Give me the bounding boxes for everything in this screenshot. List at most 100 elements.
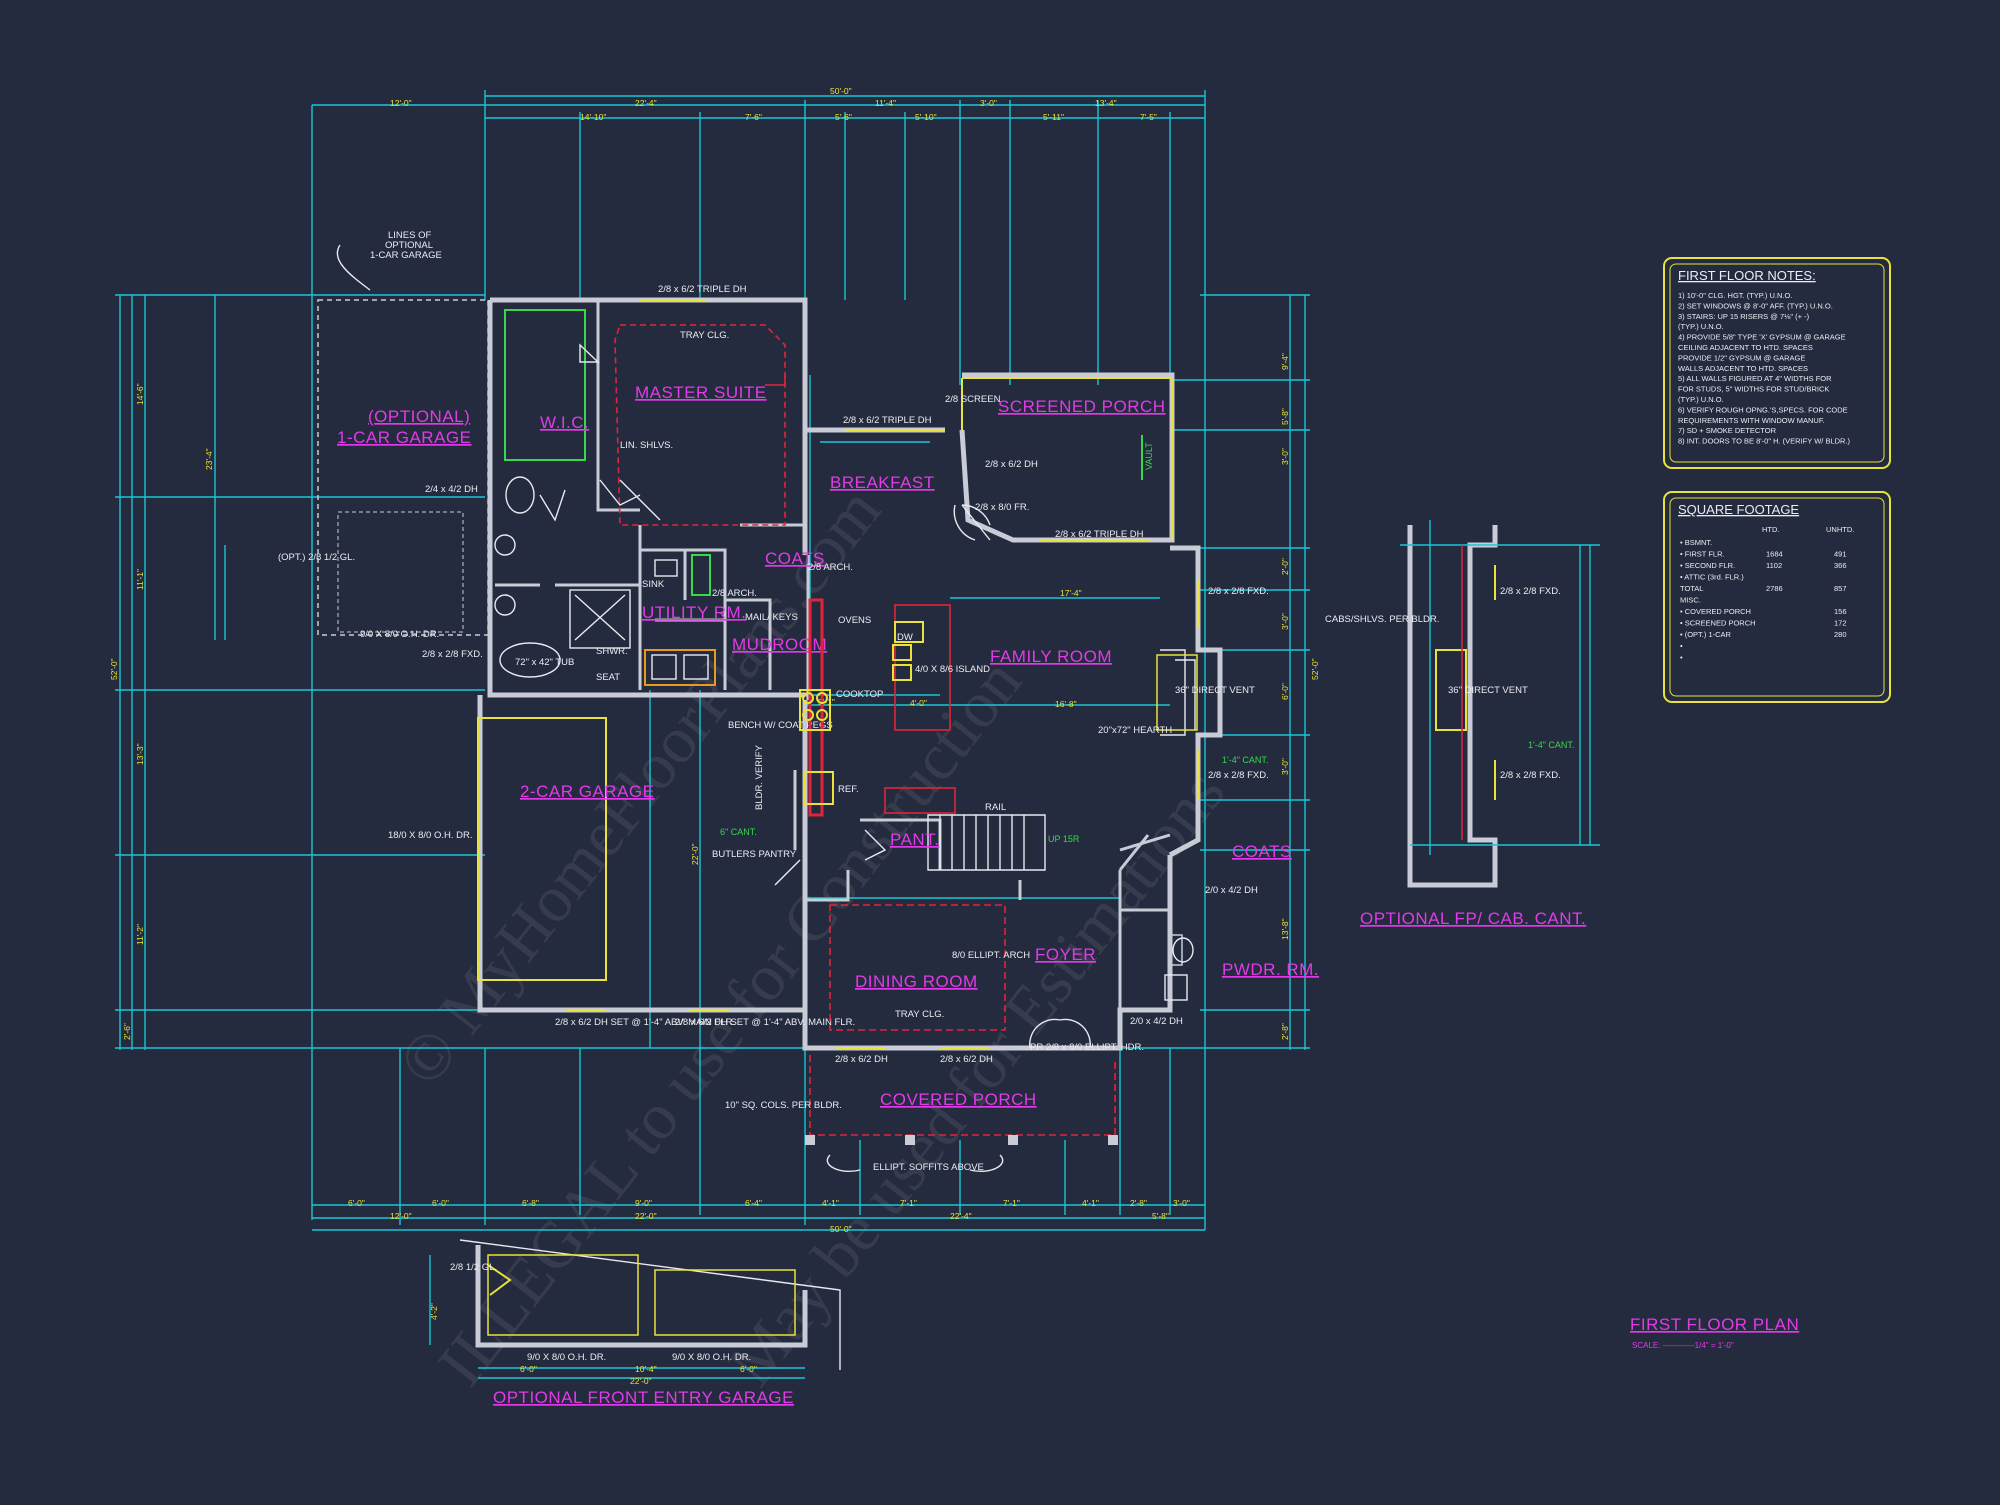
watermark: © MyHomeFloorPlans.com ILLEGAL to use fo…	[384, 474, 1239, 1399]
utility-mudroom-plan	[644, 554, 716, 686]
label-direct-vent: 36" DIRECT VENT	[1175, 685, 1255, 696]
label-triple-dh-breakfast: 2/8 x 6/2 TRIPLE DH	[843, 415, 932, 426]
dim-left-f: 2'-6"	[122, 1023, 132, 1040]
label-mail-keys: MAIL/ KEYS	[745, 612, 798, 623]
label-rail: RAIL	[985, 802, 1006, 813]
optional-front-entry-garage-detail	[429, 1239, 841, 1379]
dim-top-d: 3'-0"	[980, 98, 997, 108]
label-dh-dining-1: 2/8 x 6/2 DH	[835, 1054, 888, 1065]
dim-right-total: 52'-0"	[1310, 658, 1320, 680]
family-room-plan	[1156, 580, 1199, 800]
label-dh-powder: 2/0 x 4/2 DH	[1130, 1016, 1183, 1027]
dim-right-c: 3'-0"	[1280, 448, 1290, 465]
note-item: 7) SD + SMOKE DETECTOR	[1678, 426, 1777, 435]
dim-right-d: 2'-0"	[1280, 558, 1290, 575]
dim-bot-i: 4'-1"	[1082, 1198, 1099, 1208]
room-label-two-car-garage: 2-CAR GARAGE	[520, 782, 654, 801]
label-stairs-up: UP 15R	[1048, 834, 1080, 844]
label-cant-6: 6" CANT.	[720, 827, 757, 837]
note-item: 6) VERIFY ROUGH OPNG.'S,SPECS. FOR CODE	[1678, 405, 1848, 414]
dim-family-width-2: 16'-8"	[1055, 699, 1077, 709]
two-car-garage-plan	[477, 717, 730, 1011]
room-label-utility: UTILITY RM.	[642, 603, 746, 622]
dim-left-b: 23'-4"	[204, 448, 214, 470]
label-lines-of-optional-2: OPTIONAL	[385, 240, 433, 251]
plan-scale: SCALE: ------------1/4" = 1'-0"	[1632, 1341, 1734, 1350]
dim-fe-d: 22'-0"	[630, 1376, 652, 1386]
label-arch-breakfast: 2/8 ARCH.	[808, 562, 853, 573]
label-cant-14: 1'-4" CANT.	[1222, 755, 1268, 765]
label-lines-of-optional: LINES OF	[388, 230, 431, 241]
optional-fireplace-detail	[1400, 520, 1600, 888]
label-pr-door: PR 2/8 x 8/0 ELLIPT. HDR.	[1030, 1042, 1144, 1053]
label-cant-detail: 1'-4" CANT.	[1528, 740, 1574, 750]
dim-fe-c: 6'-0"	[740, 1364, 757, 1374]
label-dh-24: 2/4 x 4/2 DH	[425, 484, 478, 495]
dim-fe-a: 6'-0"	[520, 1364, 537, 1374]
label-oh-dr-9: 9/0 X 8/0 O.H. DR.	[360, 629, 439, 640]
room-label-dining-room: DINING ROOM	[855, 972, 978, 991]
sqft-col-unhtd: UNHTD.	[1826, 525, 1854, 534]
dim-bot-f: 4'-1"	[822, 1198, 839, 1208]
label-oh-dr-18: 18/0 X 8/0 O.H. DR.	[388, 830, 472, 841]
sqft-row-label: • BSMNT.	[1680, 538, 1712, 547]
room-label-screened-porch: SCREENED PORCH	[998, 397, 1166, 416]
dim-top-total: 50'-0"	[830, 86, 852, 96]
label-fe-oh-1: 9/0 X 8/0 O.H. DR.	[527, 1352, 606, 1363]
label-triple-dh-porch: 2/8 x 6/2 TRIPLE DH	[1055, 529, 1144, 540]
sqft-row-htd: 1684	[1766, 550, 1783, 559]
sqft-row-unhtd: 366	[1834, 561, 1847, 570]
dim-bot2-d: 5'-8"	[1152, 1211, 1169, 1221]
room-label-foyer: FOYER	[1035, 945, 1096, 964]
sqft-row-label: • (OPT.) 1-CAR	[1680, 630, 1732, 639]
label-cooktop: COOKTOP	[836, 689, 883, 700]
label-triple-dh-master: 2/8 x 6/2 TRIPLE DH	[658, 284, 747, 295]
label-vault: VAULT	[1144, 442, 1154, 470]
label-bench: BENCH W/ COAT PEGS	[728, 720, 833, 731]
dim-top-c: 11'-4"	[875, 98, 896, 108]
dim-top2-c: 5'-6"	[835, 112, 852, 122]
dim-bot-k: 3'-0"	[1173, 1198, 1190, 1208]
dim-bot-b: 6'-0"	[432, 1198, 449, 1208]
sqft-row-label: • SECOND FLR.	[1680, 561, 1735, 570]
label-fr-door: 2/8 x 8/0 FR.	[975, 502, 1029, 513]
dim-top-b: 22'-4"	[635, 98, 657, 108]
sqft-row-unhtd: 280	[1834, 630, 1847, 639]
sqft-row-label: • COVERED PORCH	[1680, 607, 1751, 616]
dim-right-g: 3'-0"	[1280, 758, 1290, 775]
sqft-title: SQUARE FOOTAGE	[1678, 502, 1799, 517]
dim-top-a: 12'-0"	[390, 98, 412, 108]
note-item: 1) 10'-0" CLG. HGT. (TYP.) U.N.O.	[1678, 291, 1792, 300]
room-label-breakfast: BREAKFAST	[830, 473, 935, 492]
sqft-row-label: MISC.	[1680, 596, 1701, 605]
covered-porch-plan	[805, 1055, 1118, 1172]
screened-porch-plan	[845, 377, 1173, 541]
label-butlers-pantry: BUTLERS PANTRY	[712, 849, 797, 860]
dim-left-c: 11'-1"	[135, 569, 145, 590]
dim-bot-g: 7'-1"	[900, 1198, 917, 1208]
kitchen-plan	[774, 598, 1046, 886]
plan-title: FIRST FLOOR PLAN	[1630, 1315, 1799, 1334]
dim-fe-side: 4'-2"	[429, 1303, 439, 1320]
dim-bot2-c: 22'-4"	[950, 1211, 972, 1221]
room-label-coats-foyer: COATS	[1232, 842, 1292, 861]
label-bldr-verify: BLDR. VERIFY	[754, 744, 765, 810]
label-fxd-family-2: 2/8 x 2/8 FXD.	[1208, 770, 1269, 781]
label-opt-gl: (OPT.) 2/8 1/2 GL.	[278, 552, 355, 563]
sqft-row-htd: 2786	[1766, 584, 1783, 593]
dim-right-b: 5'-8"	[1280, 408, 1290, 425]
dim-bot-h: 7'-1"	[1003, 1198, 1020, 1208]
dim-right-i: 2'-8"	[1280, 1023, 1290, 1040]
dim-garage: 22'-0"	[690, 843, 700, 865]
label-fxd-master-bath: 2/8 x 2/8 FXD.	[422, 649, 483, 660]
dim-left-total: 52'-0"	[109, 658, 119, 680]
first-floor-notes-box	[1663, 257, 1891, 469]
sqft-row-label: •	[1680, 642, 1683, 651]
dim-bot-total: 50'-0"	[830, 1224, 852, 1234]
label-island: 4/0 X 8/6 ISLAND	[915, 664, 990, 675]
note-item: 5) ALL WALLS FIGURED AT 4" WIDTHS FOR	[1678, 374, 1832, 383]
note-item: WALLS ADJACENT TO HTD. SPACES	[1678, 364, 1808, 373]
label-tub: 72" x 42" TUB	[515, 657, 574, 668]
